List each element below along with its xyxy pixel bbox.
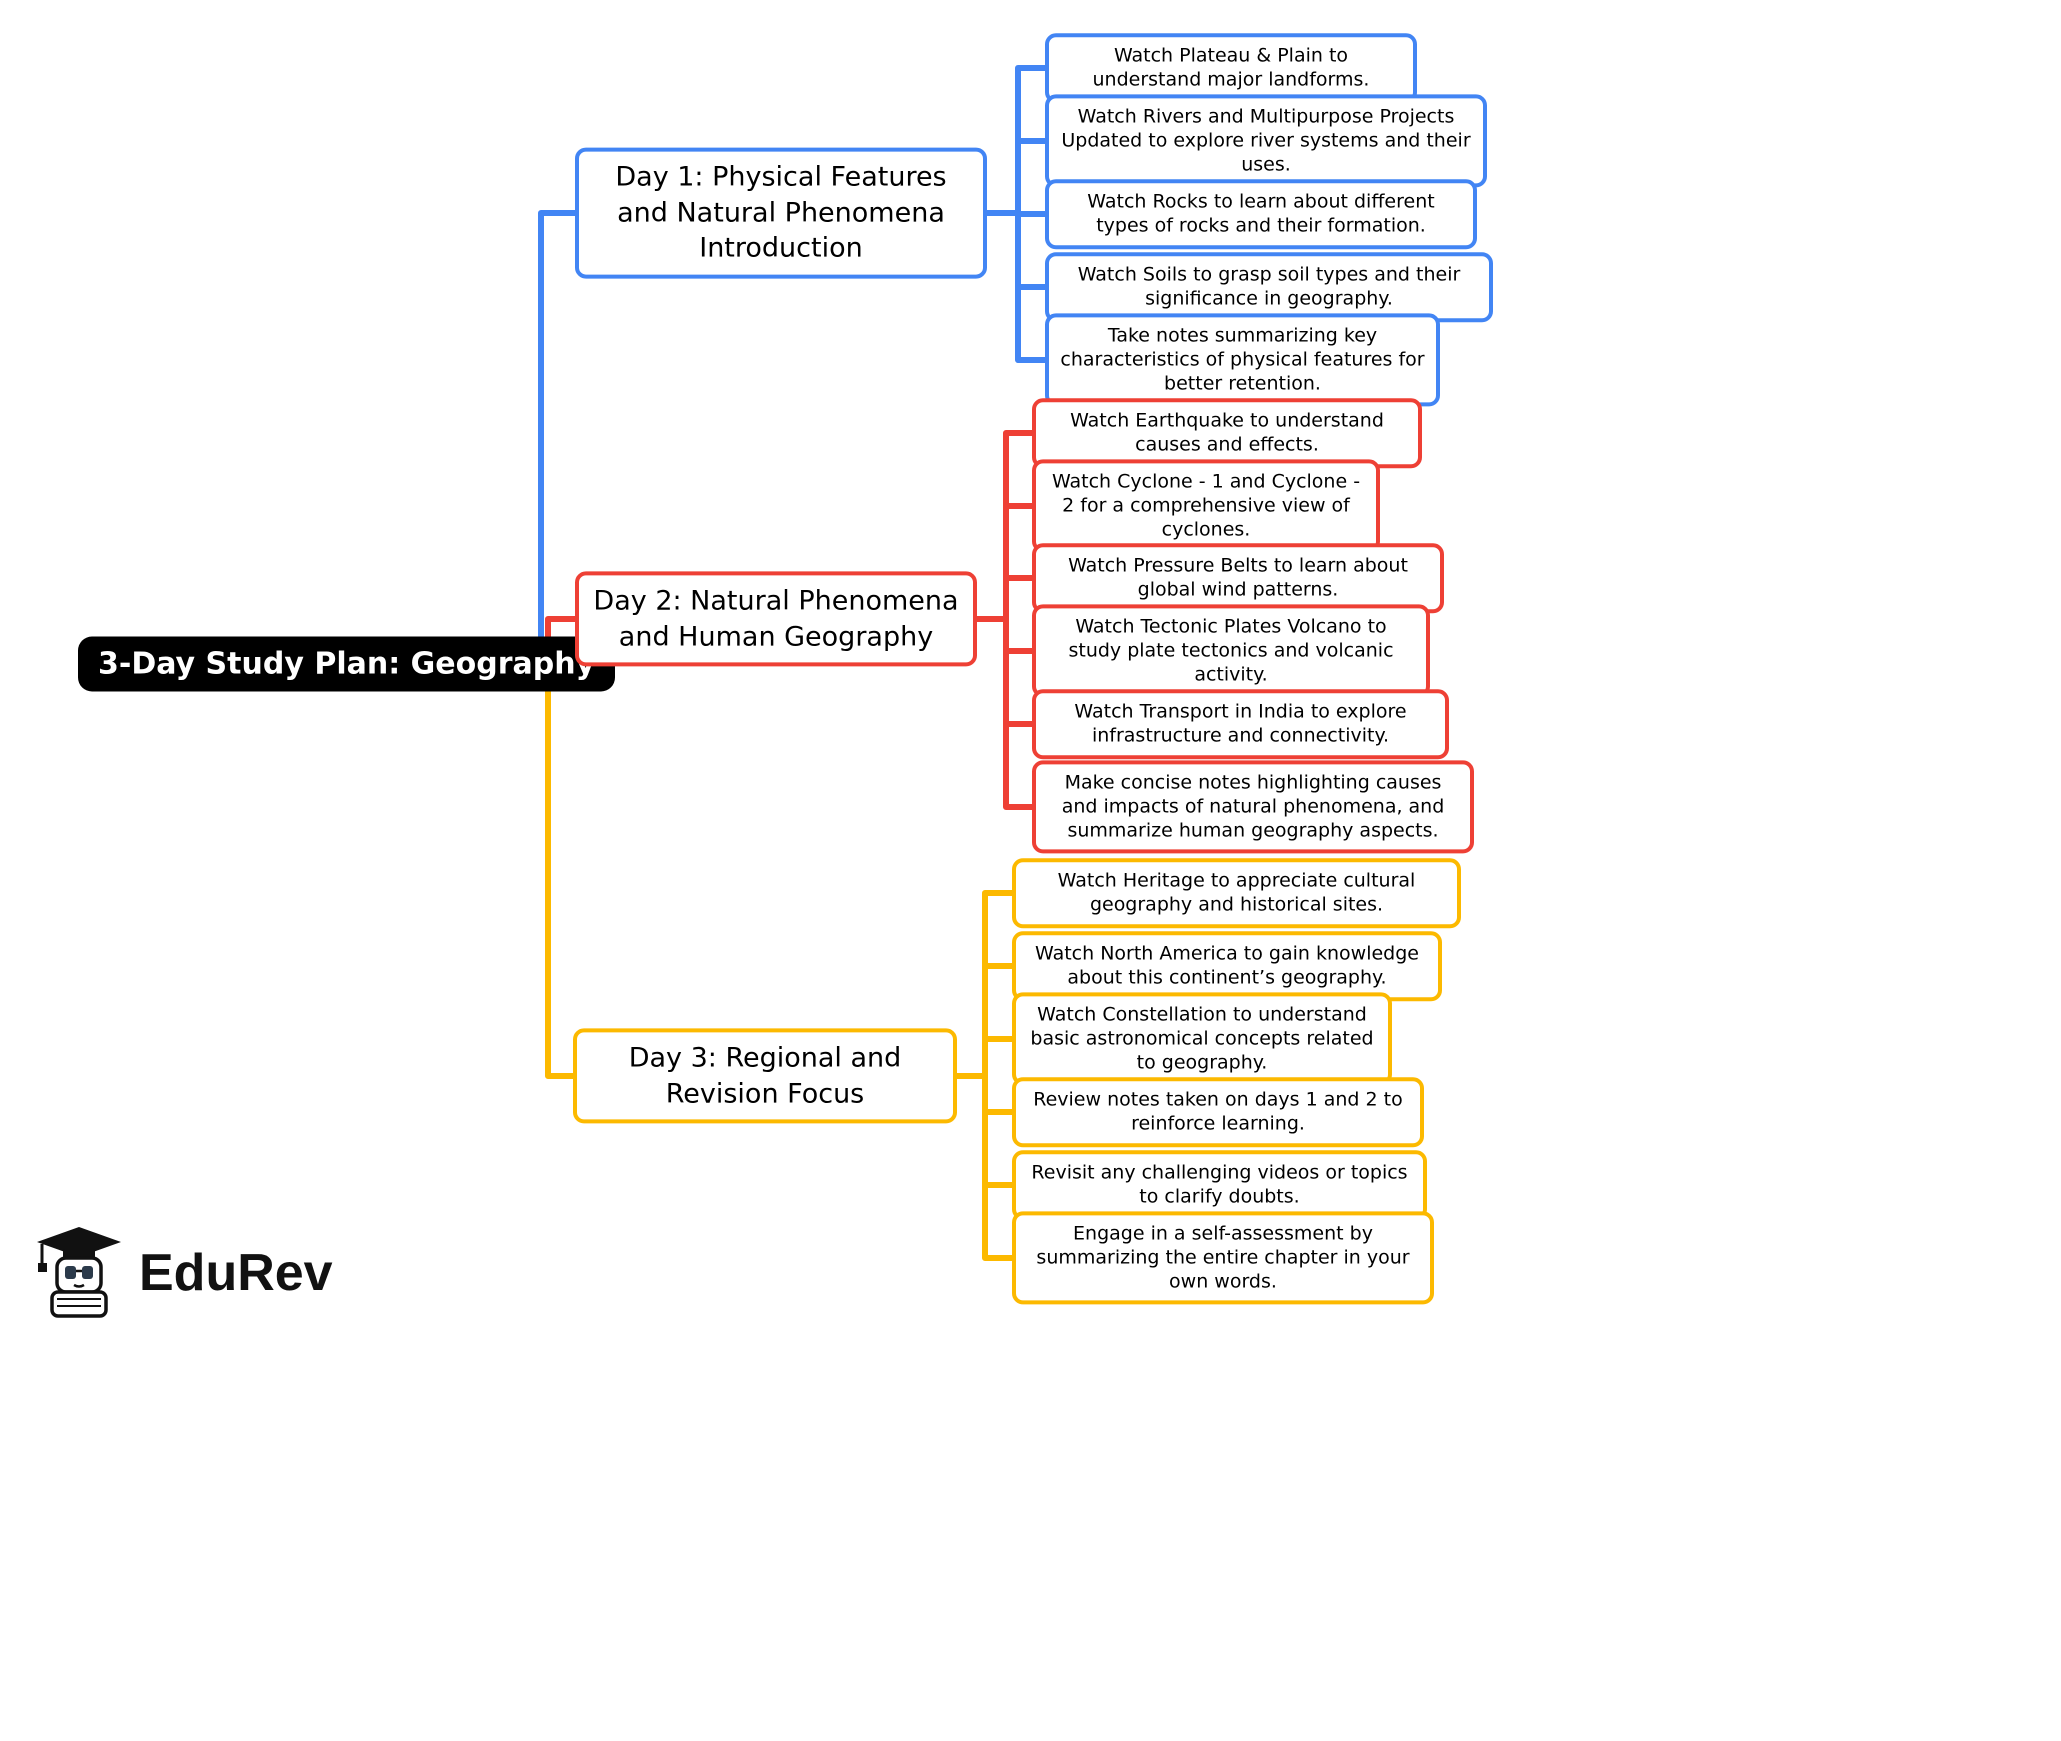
branch-title: Day 3: Regional and Revision Focus bbox=[628, 1042, 902, 1109]
leaf-text: Make concise notes highlighting causes a… bbox=[1061, 771, 1445, 841]
leaf-text: Watch Soils to grasp soil types and thei… bbox=[1077, 263, 1461, 309]
branch-node-day1: Day 1: Physical Features and Natural Phe… bbox=[575, 147, 987, 279]
leaf-text: Take notes summarizing key characteristi… bbox=[1060, 324, 1425, 394]
leaf-text: Watch Plateau & Plain to understand majo… bbox=[1092, 44, 1370, 90]
edurev-mascot-icon bbox=[37, 1227, 121, 1318]
leaf-node: Watch North America to gain knowledge ab… bbox=[1012, 931, 1442, 1001]
leaf-text: Watch Heritage to appreciate cultural ge… bbox=[1057, 869, 1416, 915]
leaf-node: Take notes summarizing key characteristi… bbox=[1045, 313, 1440, 407]
leaf-text: Watch Cyclone - 1 and Cyclone - 2 for a … bbox=[1051, 470, 1361, 540]
edurev-logo-text: EduRev bbox=[139, 1244, 333, 1302]
leaf-text: Review notes taken on days 1 and 2 to re… bbox=[1033, 1088, 1403, 1134]
leaf-node: Watch Heritage to appreciate cultural ge… bbox=[1012, 858, 1461, 928]
leaf-text: Revisit any challenging videos or topics… bbox=[1031, 1161, 1408, 1207]
leaf-node: Watch Rocks to learn about different typ… bbox=[1045, 179, 1477, 249]
leaf-node: Engage in a self-assessment by summarizi… bbox=[1012, 1211, 1434, 1305]
branch-title: Day 2: Natural Phenomena and Human Geogr… bbox=[593, 585, 959, 652]
leaf-text: Watch Earthquake to understand causes an… bbox=[1070, 409, 1384, 455]
branch-node-day3: Day 3: Regional and Revision Focus bbox=[573, 1028, 957, 1124]
leaf-node: Watch Rivers and Multipurpose Projects U… bbox=[1045, 94, 1487, 188]
leaf-text: Engage in a self-assessment by summarizi… bbox=[1036, 1222, 1410, 1292]
leaf-node: Watch Soils to grasp soil types and thei… bbox=[1045, 252, 1493, 322]
connector-root-day3 bbox=[497, 661, 581, 1079]
leaf-node: Watch Plateau & Plain to understand majo… bbox=[1045, 33, 1417, 103]
root-node: 3-Day Study Plan: Geography bbox=[78, 636, 616, 692]
branch-title: Day 1: Physical Features and Natural Phe… bbox=[615, 161, 947, 264]
leaf-text: Watch Pressure Belts to learn about glob… bbox=[1068, 554, 1408, 600]
leaf-text: Watch Transport in India to explore infr… bbox=[1074, 700, 1407, 746]
leaf-node: Watch Earthquake to understand causes an… bbox=[1032, 398, 1422, 468]
leaf-text: Watch Constellation to understand basic … bbox=[1030, 1003, 1374, 1073]
leaf-node: Revisit any challenging videos or topics… bbox=[1012, 1150, 1427, 1220]
edurev-logo: EduRev bbox=[35, 1225, 333, 1321]
connector-root-day1 bbox=[497, 210, 581, 667]
leaf-text: Watch North America to gain knowledge ab… bbox=[1035, 942, 1419, 988]
branch-node-day2: Day 2: Natural Phenomena and Human Geogr… bbox=[575, 571, 977, 667]
leaf-text: Watch Rocks to learn about different typ… bbox=[1087, 190, 1435, 236]
leaf-node: Watch Transport in India to explore infr… bbox=[1032, 689, 1449, 759]
leaf-node: Watch Pressure Belts to learn about glob… bbox=[1032, 543, 1444, 613]
leaf-node: Watch Cyclone - 1 and Cyclone - 2 for a … bbox=[1032, 459, 1380, 553]
leaf-node: Watch Constellation to understand basic … bbox=[1012, 992, 1392, 1086]
leaf-node: Review notes taken on days 1 and 2 to re… bbox=[1012, 1077, 1424, 1147]
leaf-text: Watch Tectonic Plates Volcano to study p… bbox=[1068, 615, 1394, 685]
leaf-text: Watch Rivers and Multipurpose Projects U… bbox=[1061, 105, 1471, 175]
connector-day1-leaf5 bbox=[972, 210, 1053, 363]
connector-day3-leaf6 bbox=[942, 1073, 1021, 1261]
leaf-node: Watch Tectonic Plates Volcano to study p… bbox=[1032, 604, 1430, 698]
connector-day2-leaf6 bbox=[962, 616, 1041, 810]
leaf-node: Make concise notes highlighting causes a… bbox=[1032, 760, 1474, 854]
